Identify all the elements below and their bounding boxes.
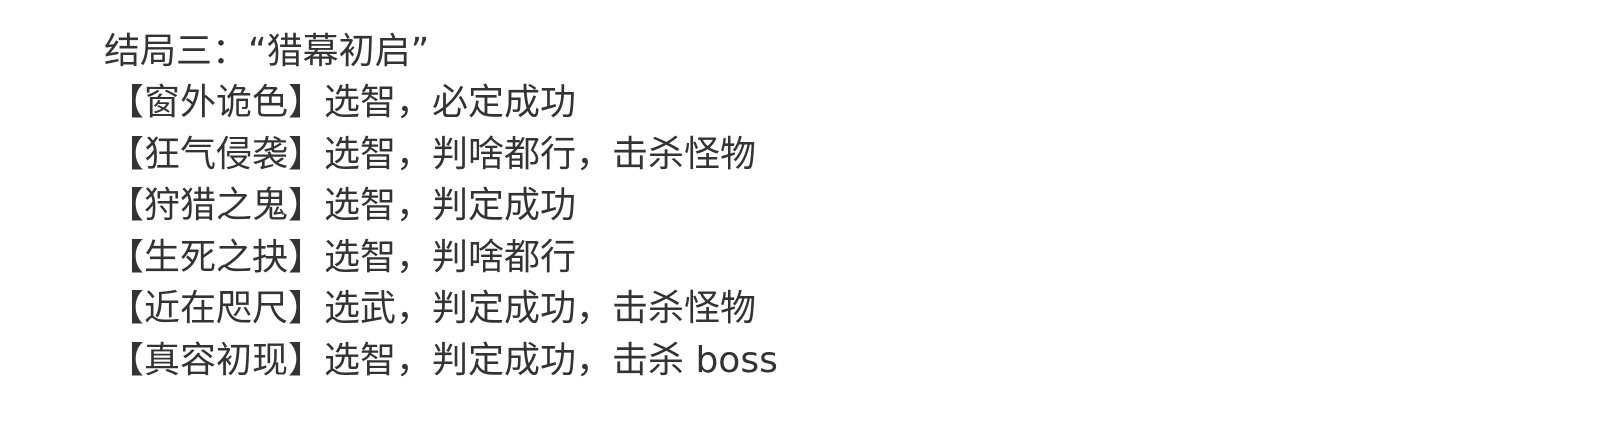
walkthrough-step: 【近在咫尺】选武，判定成功，击杀怪物 [108,288,757,329]
ending-title: 结局三：“猎幕初启” [104,31,430,72]
walkthrough-step: 【生死之抉】选智，判啥都行 [108,236,577,278]
walkthrough-step: 【狩猎之鬼】选智，判定成功 [108,185,577,226]
walkthrough-step: 【窗外诡色】选智，必定成功 [108,82,577,123]
walkthrough-step: 【狂气侵袭】选智，判啥都行，击杀怪物 [108,133,757,175]
document-body: 结局三：“猎幕初启” 【窗外诡色】选智，必定成功 【狂气侵袭】选智，判啥都行，击… [104,26,778,386]
walkthrough-step: 【真容初现】选智，判定成功，击杀 boss [108,339,778,381]
